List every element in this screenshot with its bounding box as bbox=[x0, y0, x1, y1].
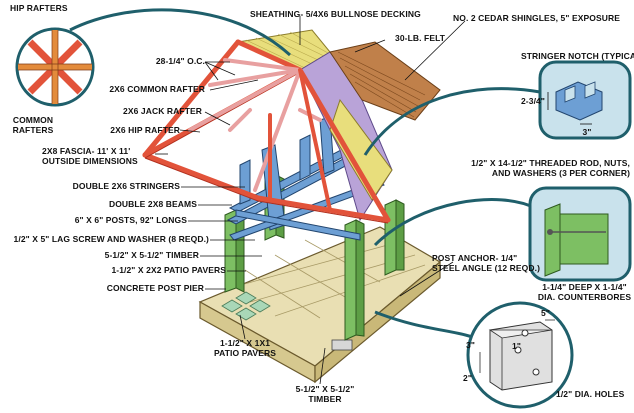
label-counterbores-1: 1-1/4" DEEP X 1-1/4" bbox=[542, 282, 627, 292]
roof bbox=[142, 29, 441, 224]
label-anchor-dim-1: 1" bbox=[512, 341, 521, 351]
stringer-notch-detail bbox=[538, 60, 632, 140]
rafter-detail-circle bbox=[15, 27, 95, 107]
label-common-rafters-1: COMMON bbox=[12, 115, 54, 125]
patio-pavers-1x1 bbox=[221, 291, 271, 321]
threaded-rod-detail bbox=[528, 186, 632, 282]
label-jack-rafter: 2X6 JACK RAFTER bbox=[123, 106, 202, 116]
label-patio-pavers-2x2: 1-1/2" X 2X2 PATIO PAVERS bbox=[111, 265, 226, 275]
label-lag-screw: 1/2" X 5" LAG SCREW AND WASHER (8 REQD.) bbox=[13, 234, 209, 244]
label-shingles: NO. 2 CEDAR SHINGLES, 5" EXPOSURE bbox=[453, 13, 620, 23]
leader-lines bbox=[155, 16, 466, 385]
deck-base bbox=[198, 226, 442, 384]
label-fascia-1: 2X8 FASCIA- 11' X 11' bbox=[42, 146, 131, 156]
label-fascia-2: OUTSIDE DIMENSIONS bbox=[42, 156, 138, 166]
label-threaded-rod-1: 1/2" X 14-1/2" THREADED ROD, NUTS, bbox=[471, 158, 630, 168]
label-stringer-notch: STRINGER NOTCH (TYPICAL) bbox=[521, 51, 634, 61]
label-notch-width: 3" bbox=[582, 127, 592, 137]
label-anchor-dim-5: 5" bbox=[541, 308, 550, 318]
label-posts: 6" X 6" POSTS, 92" LONGS bbox=[74, 215, 187, 225]
label-timber-top: 5-1/2" X 5-1/2" TIMBER bbox=[104, 250, 199, 260]
label-anchor-dim-2: 2" bbox=[463, 373, 472, 383]
label-common-rafters-2: RAFTERS bbox=[12, 125, 54, 135]
label-post-anchor-2: STEEL ANGLE (12 REQD.) bbox=[432, 263, 540, 273]
label-pavers-1x1-2: PATIO PAVERS bbox=[214, 348, 276, 358]
label-timber-bottom-2: TIMBER bbox=[308, 394, 342, 404]
beams bbox=[226, 116, 385, 241]
label-pavers-1x1-1: 1-1/2" X 1X1 bbox=[219, 338, 271, 348]
label-hip-rafters: HIP RAFTERS bbox=[10, 3, 68, 13]
label-spacing: 28-1/4" O.C. bbox=[155, 56, 205, 66]
label-hip-rafter: 2X6 HIP RAFTER bbox=[110, 125, 180, 135]
label-holes: 1/2" DIA. HOLES bbox=[556, 389, 625, 399]
label-stringers: DOUBLE 2X6 STRINGERS bbox=[72, 181, 180, 191]
callout-curves bbox=[69, 8, 541, 340]
label-timber-bottom-1: 5-1/2" X 5-1/2" bbox=[295, 384, 355, 394]
label-counterbores-2: DIA. COUNTERBORES bbox=[537, 292, 632, 302]
label-common-rafter: 2X6 COMMON RAFTER bbox=[109, 84, 205, 94]
label-beams: DOUBLE 2X8 BEAMS bbox=[108, 199, 197, 209]
label-felt: 30-LB. FELT bbox=[395, 33, 446, 43]
label-anchor-dim-3: 3" bbox=[466, 340, 475, 350]
label-notch-depth: 2-3/4" bbox=[520, 96, 545, 106]
label-threaded-rod-2: AND WASHERS (3 PER CORNER) bbox=[491, 168, 630, 178]
label-concrete-pier: CONCRETE POST PIER bbox=[106, 283, 204, 293]
post-anchor-detail bbox=[466, 301, 574, 409]
label-sheathing: SHEATHING- 5/4X6 BULLNOSE DECKING bbox=[250, 9, 421, 19]
label-post-anchor-1: POST ANCHOR- 1/4" bbox=[432, 253, 518, 263]
